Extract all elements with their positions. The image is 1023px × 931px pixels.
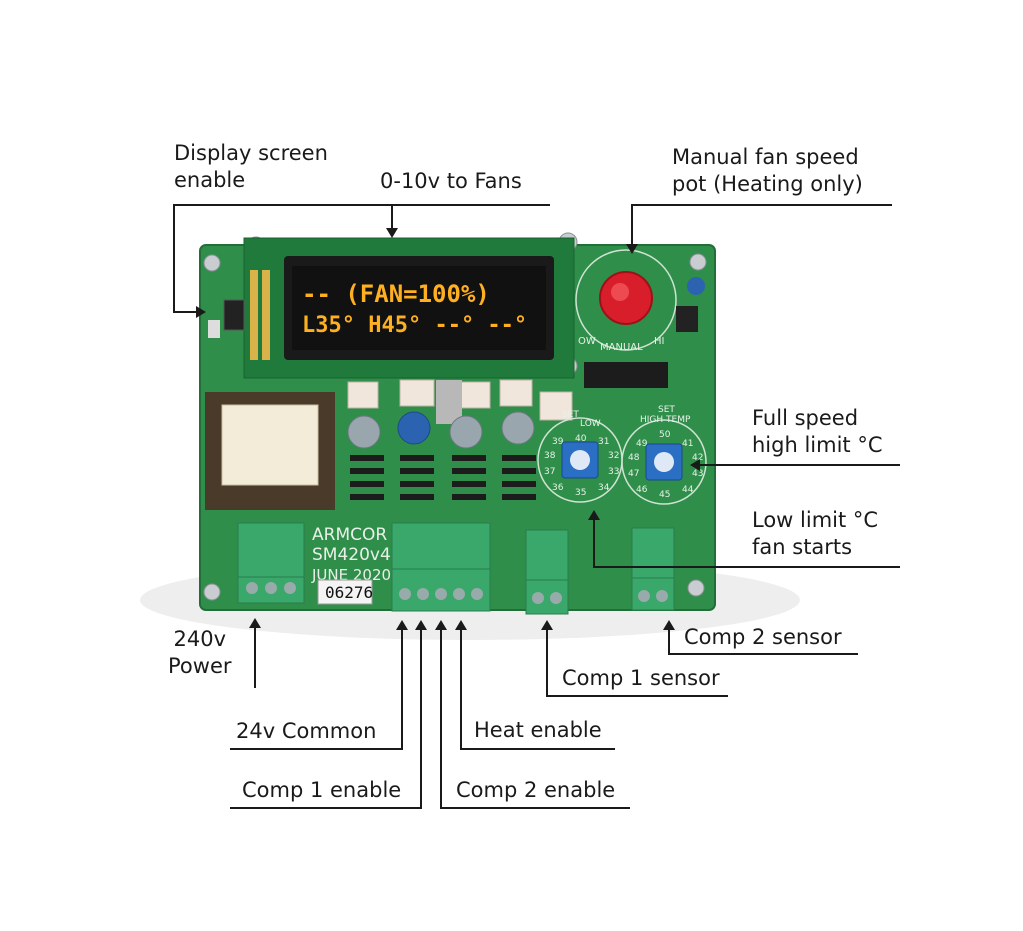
label-full-speed-line2: high limit °C	[752, 433, 883, 457]
dial-low-num: 32	[608, 451, 619, 461]
dial-low-num: 34	[598, 483, 610, 493]
microcontroller-chip	[584, 362, 668, 388]
label-display-enable-line1: Display screen	[174, 141, 328, 165]
dial-low-num: 40	[575, 434, 587, 444]
dial-high-num: 43	[692, 469, 703, 479]
dial-low-num: 35	[575, 488, 586, 498]
label-low-limit: Low limit °C fan starts	[752, 507, 878, 561]
board-model: SM420v4	[312, 545, 391, 565]
label-display-enable: Display screen enable	[174, 140, 328, 194]
label-heat-enable: Heat enable	[474, 718, 602, 742]
label-comp2-enable: Comp 2 enable	[456, 778, 616, 802]
board-serial: 06276	[325, 583, 373, 602]
label-comp2-sensor: Comp 2 sensor	[684, 625, 842, 649]
dial-high-title-1: SET	[658, 405, 675, 415]
dial-low-num: 33	[608, 467, 619, 477]
label-display-enable-line2: enable	[174, 168, 246, 192]
dial-low-num: 38	[544, 451, 556, 461]
label-24v-common: 24v Common	[236, 719, 377, 743]
dial-high-num: 48	[628, 453, 640, 463]
display-enable-switch[interactable]	[223, 299, 245, 331]
dial-high-num: 45	[659, 490, 670, 500]
label-manual-pot-line2: pot (Heating only)	[672, 172, 863, 196]
label-fans-output: 0-10v to Fans	[380, 169, 522, 193]
label-comp1-enable: Comp 1 enable	[242, 778, 402, 802]
dial-high-num: 41	[682, 439, 693, 449]
dial-low-title-2: LOW	[580, 419, 601, 429]
control-terminal	[391, 522, 491, 612]
comp2-sensor-terminal	[631, 527, 675, 611]
label-low-limit-line1: Low limit °C	[752, 508, 879, 532]
label-manual-pot-line1: Manual fan speed	[672, 145, 859, 169]
label-full-speed: Full speed high limit °C	[752, 405, 883, 459]
label-manual-pot: Manual fan speed pot (Heating only)	[672, 144, 863, 198]
comp1-sensor-terminal	[525, 529, 569, 615]
dial-low-title-1: SET	[562, 410, 579, 420]
display-line-2: L35° H45° --° --°	[302, 313, 527, 338]
capacitor-icons	[347, 411, 535, 449]
pot-manual-label: MANUAL	[600, 342, 643, 353]
board-brand: ARMCOR	[312, 525, 387, 545]
dial-high-num: 46	[636, 485, 648, 495]
dial-low-num: 37	[544, 467, 555, 477]
power-terminal	[237, 522, 305, 604]
label-low-limit-line2: fan starts	[752, 535, 853, 559]
arrowhead-icons	[196, 228, 700, 630]
display-line-1: -- (FAN=100%)	[302, 280, 490, 308]
relay-icons	[347, 379, 573, 421]
pot-hi-label: HI	[654, 336, 664, 347]
callout-lines	[173, 204, 900, 809]
label-power: 240v Power	[168, 626, 232, 680]
label-comp1-sensor: Comp 1 sensor	[562, 666, 720, 690]
label-power-line1: 240v	[173, 627, 226, 651]
dial-low-num: 31	[598, 437, 609, 447]
dial-high-num: 50	[659, 430, 671, 440]
label-full-speed-line1: Full speed	[752, 406, 859, 430]
dial-low-num: 39	[552, 437, 564, 447]
label-power-line2: Power	[168, 654, 232, 678]
dial-high-num: 47	[628, 469, 639, 479]
pot-low-label: OW	[578, 336, 596, 347]
dial-high-title-2: HIGH TEMP	[640, 415, 691, 425]
dial-high-num: 42	[692, 453, 703, 463]
dial-high-num: 44	[682, 485, 694, 495]
dial-low-num: 36	[552, 483, 564, 493]
dial-high-num: 49	[636, 439, 648, 449]
high-limit-dial	[621, 419, 707, 505]
